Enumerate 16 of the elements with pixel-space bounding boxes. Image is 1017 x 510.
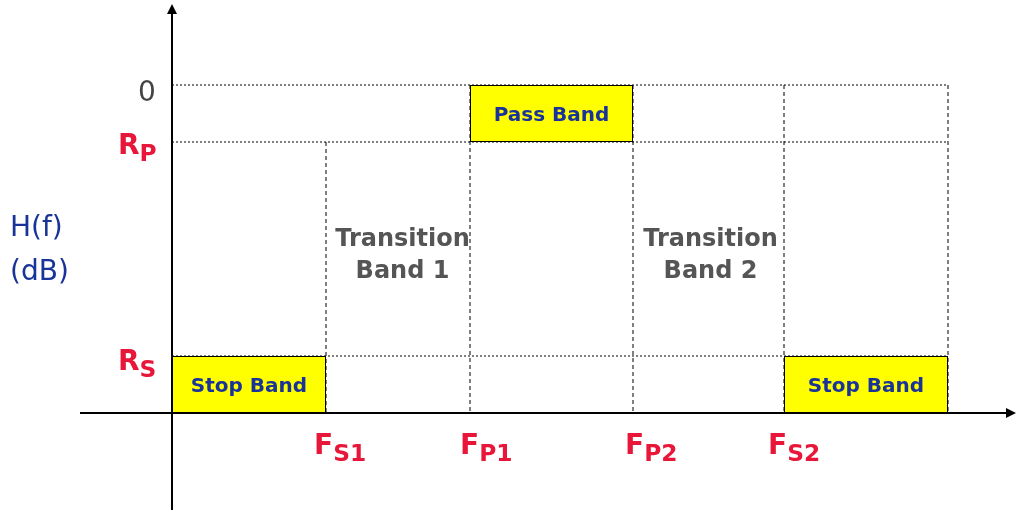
band-label: Stop Band — [190, 372, 308, 397]
region-label: Transition Band 2 — [642, 223, 779, 286]
band-label: Stop Band — [807, 372, 925, 397]
level-label: R$_{S}$ — [118, 344, 157, 383]
tick-label: 0 — [138, 75, 156, 108]
band-box — [172, 356, 326, 413]
region-label: Transition Band 1 — [334, 223, 471, 286]
axis-label: H(f) (dB) — [10, 209, 70, 289]
level-label: R$_{P}$ — [118, 128, 157, 167]
frequency-label: F$_{P2}$ — [625, 428, 678, 467]
band-label: Pass Band — [493, 101, 610, 126]
frequency-label: F$_{P1}$ — [460, 428, 513, 467]
band-box — [470, 85, 633, 142]
frequency-label: F$_{S2}$ — [768, 428, 821, 467]
frequency-label: F$_{S1}$ — [314, 428, 367, 467]
band-box — [784, 356, 948, 413]
